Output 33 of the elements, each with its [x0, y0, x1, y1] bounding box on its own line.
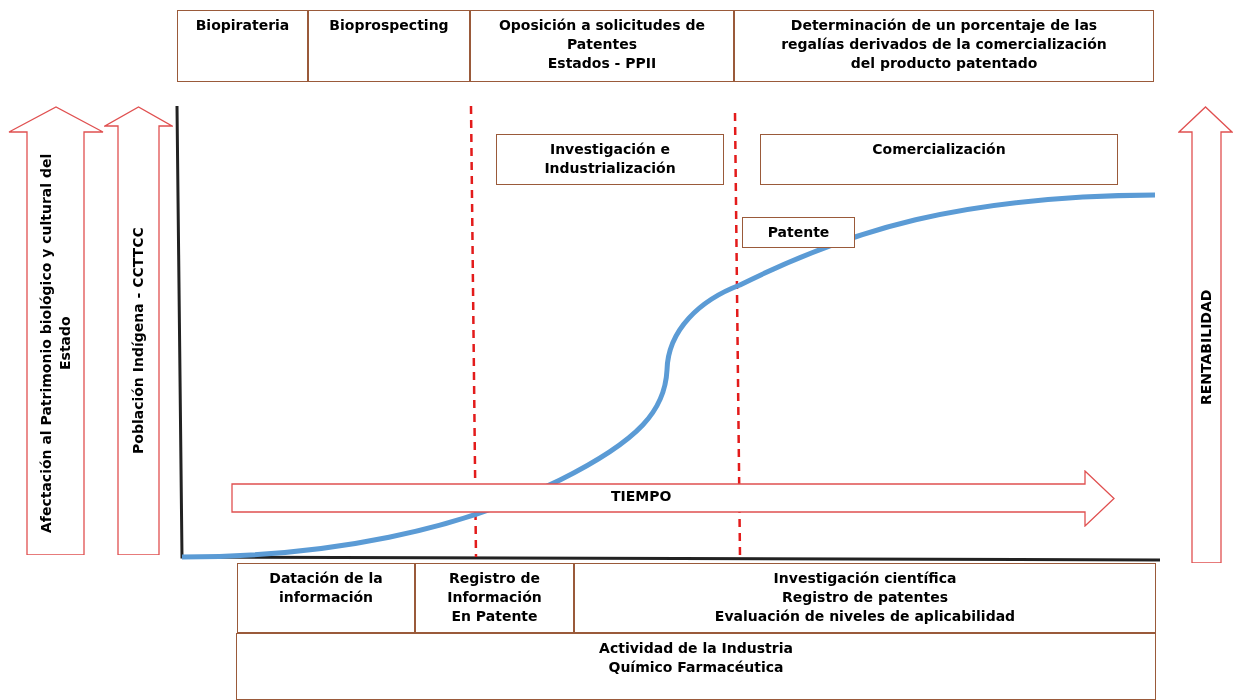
block-arrow-label-shape: [8, 106, 104, 555]
box-label: Registro de Información En Patente: [446, 569, 543, 626]
right-arrow: [231, 470, 1115, 527]
activity-box: [574, 563, 1156, 633]
box-label: Biopirateria: [195, 16, 290, 35]
box-label: Evaluación de niveles de aplicabilidad: [714, 607, 1016, 626]
box-label: Patente: [767, 223, 830, 242]
header-box: [177, 10, 308, 82]
header-box: [308, 10, 470, 82]
stage-box: [760, 134, 1118, 185]
arrow-label: Afectación al Patrimonio biológico y cultural del Estado: [36, 152, 74, 536]
box-label: Investigación científica: [773, 569, 957, 588]
box-label: Comercialización: [872, 140, 1006, 159]
header-box: [470, 10, 734, 82]
arrow-label: TIEMPO: [611, 488, 672, 504]
box-label: Registro de patentes: [781, 588, 949, 607]
box-label: Datación de la información: [268, 569, 384, 607]
block-arrow-label-shape: [104, 106, 173, 555]
block-arrow-label-shape: [1178, 106, 1233, 563]
box-label: Bioprospecting: [329, 16, 449, 35]
arrow-label: RENTABILIDAD: [1197, 289, 1215, 406]
activity-box: [415, 563, 574, 633]
header-box: [734, 10, 1154, 82]
arrow-label: Población Indígena - CCTTCC: [129, 227, 147, 454]
box-label: Oposición a solicitudes de Patentes: [497, 16, 707, 54]
activity-box: [237, 563, 415, 633]
stage-box: [742, 217, 855, 248]
industry-box: [236, 633, 1156, 700]
box-label: Estados - PPII: [547, 54, 657, 73]
stage-box: [496, 134, 724, 185]
box-label: Investigación e Industrialización: [543, 140, 677, 178]
box-label: Actividad de la Industria Químico Farmacéutica: [598, 639, 794, 677]
box-label: Determinación de un porcentaje de las regalías derivados de la comercialización del producto patentado: [780, 16, 1108, 73]
